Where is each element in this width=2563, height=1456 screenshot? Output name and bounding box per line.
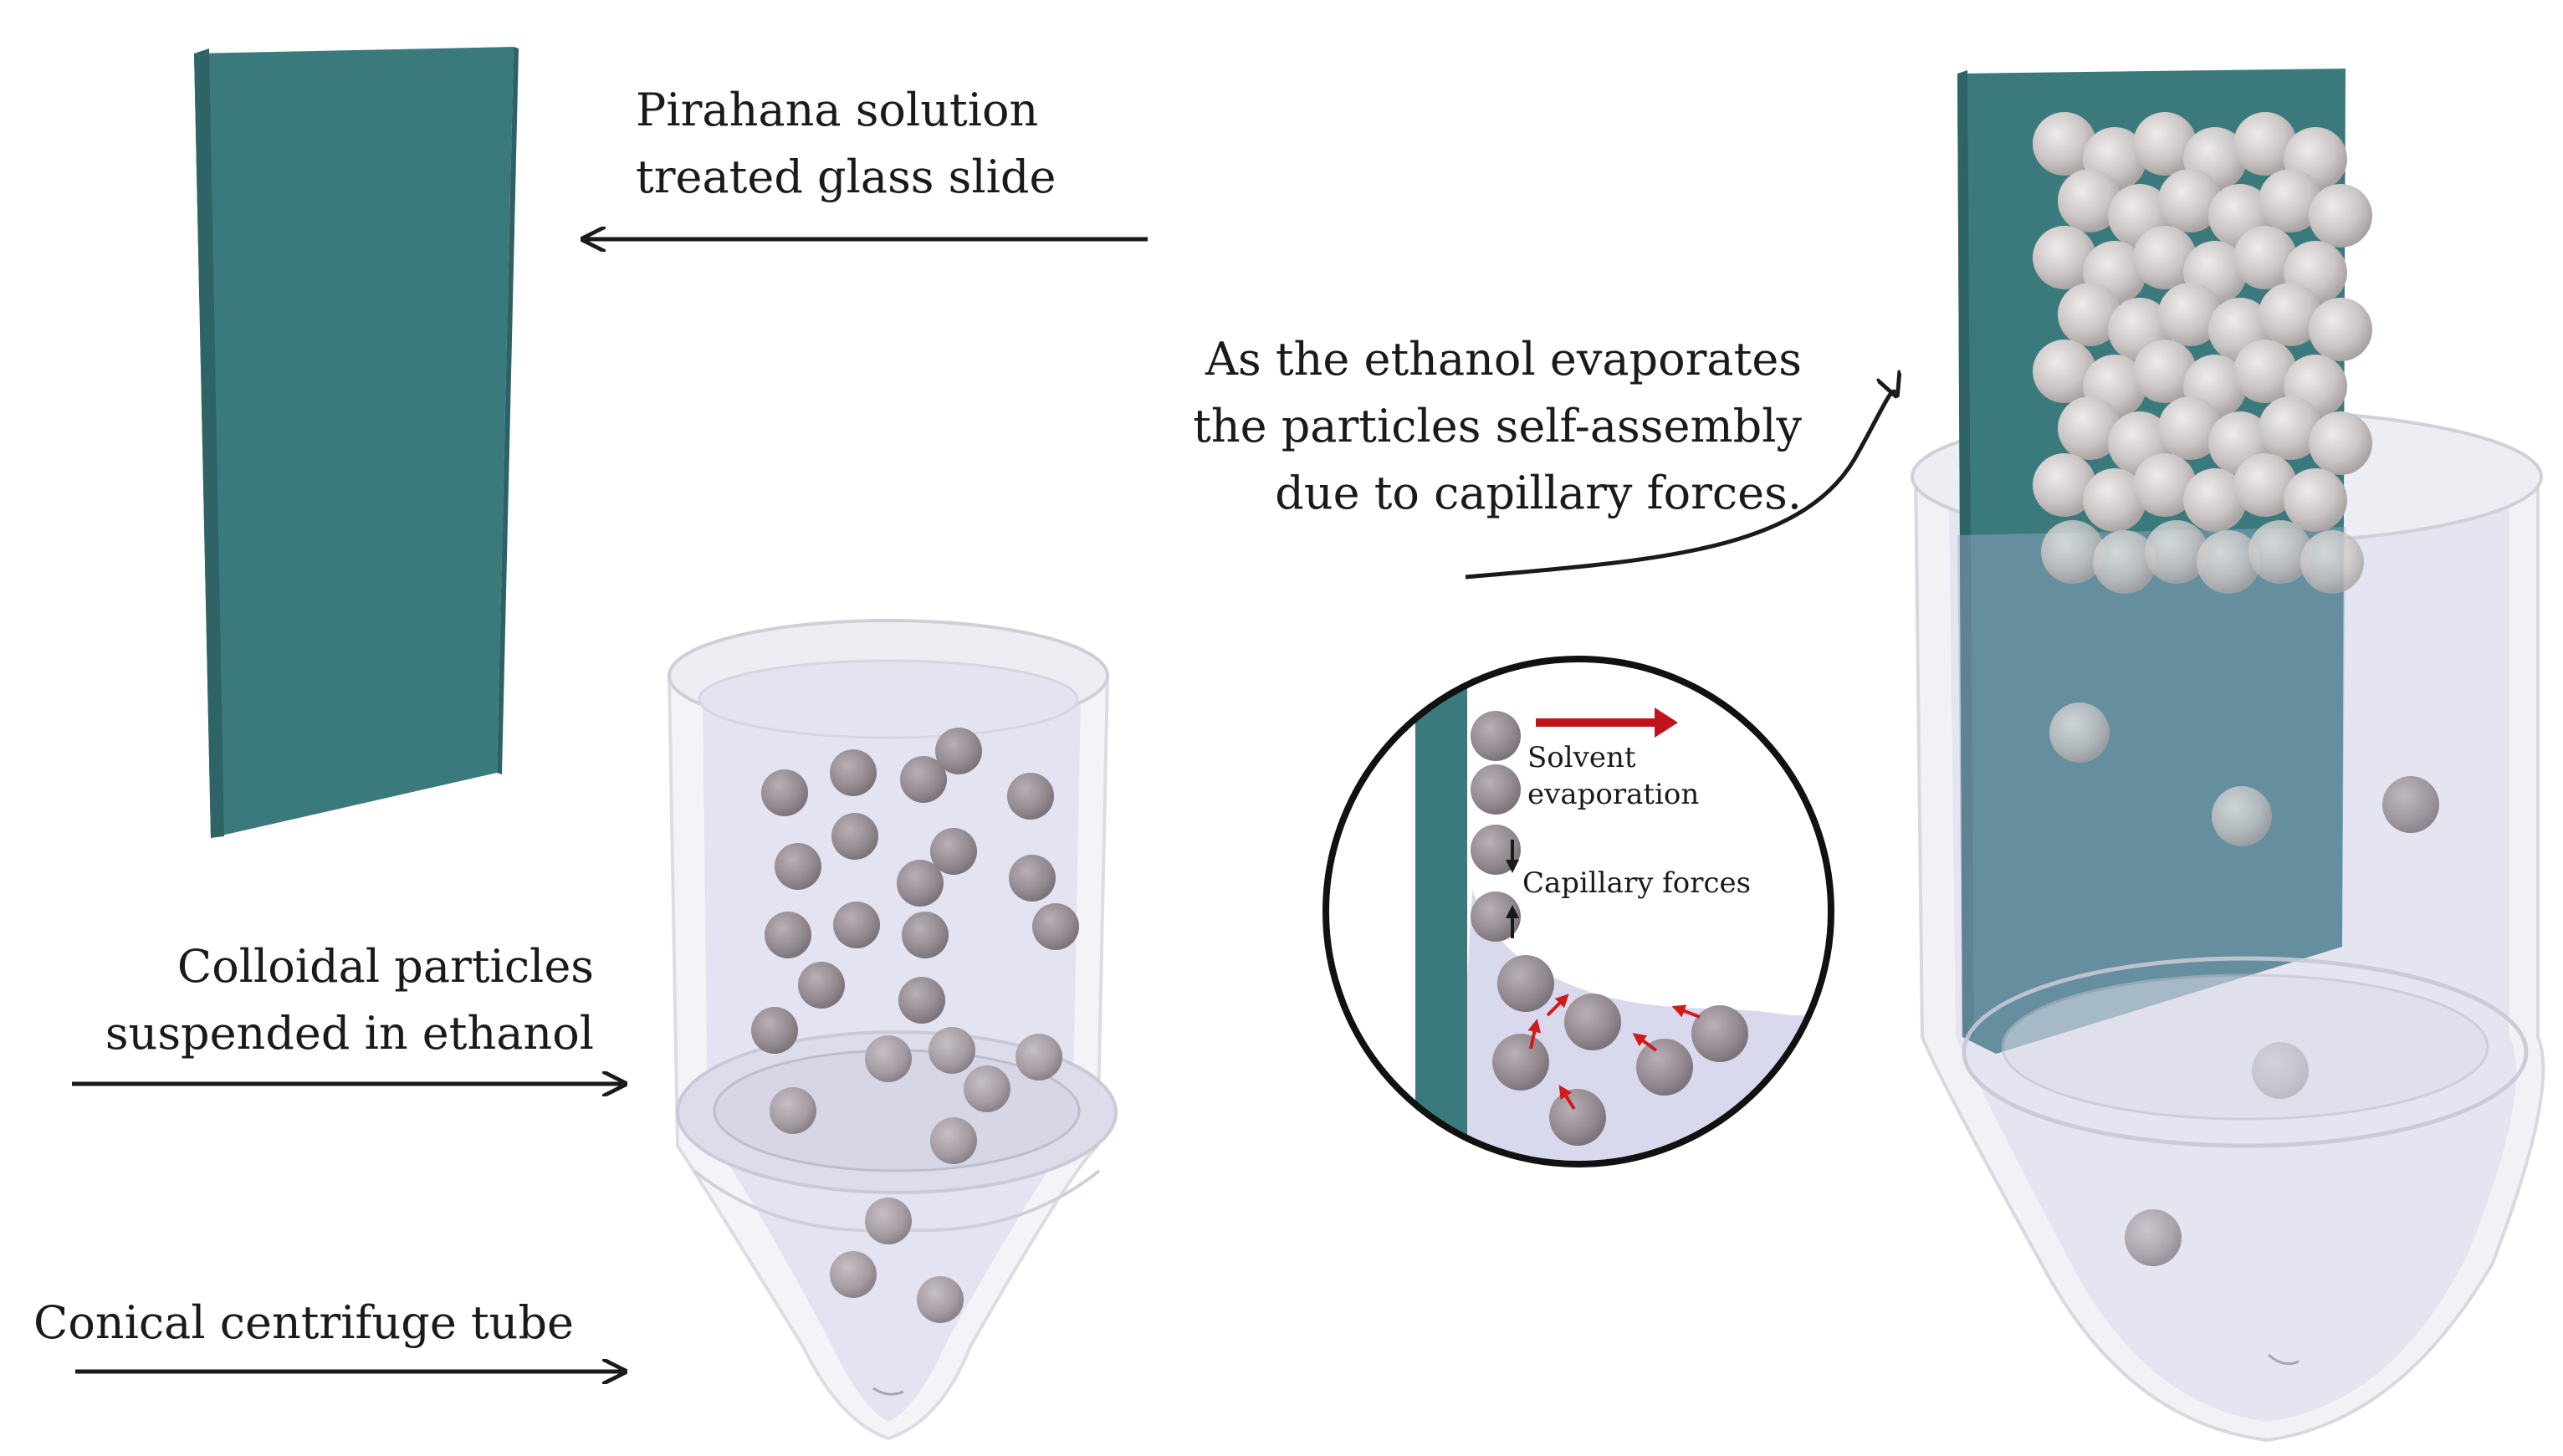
- force-arrow-icon: [1632, 1033, 1658, 1052]
- assembled-particle: [2158, 169, 2222, 232]
- assembled-particle: [2259, 396, 2322, 460]
- particles-label: Colloidal particles suspended in ethanol: [105, 933, 594, 1067]
- solvent-label: Solvent evaporation: [1527, 739, 1699, 813]
- force-arrow-icon: [1558, 1085, 1576, 1111]
- assembled-particle: [2133, 112, 2197, 176]
- assembled-particle: [2133, 226, 2197, 289]
- force-arrow-icon: [1671, 1004, 1701, 1019]
- slide-label-line-2: treated glass slide: [636, 151, 1056, 203]
- assembled-particle: [2033, 226, 2096, 289]
- inset-slide: [1415, 659, 1467, 1164]
- assembled-particle: [2233, 453, 2297, 517]
- suspended-particles: [751, 728, 1079, 1323]
- assembled-particle: [2133, 453, 2197, 517]
- assembled-particle: [2248, 520, 2312, 584]
- assembled-particle: [2309, 298, 2372, 361]
- force-arrow-icon: [1546, 994, 1569, 1017]
- assembly-label-line-3: due to capillary forces.: [1275, 467, 1802, 519]
- tube-label: Conical centrifuge tube: [33, 1290, 574, 1356]
- assembled-particles: [2033, 112, 2372, 594]
- assembled-particle: [2284, 468, 2347, 532]
- assembled-particle: [2309, 411, 2372, 475]
- force-arrow-icon: [1527, 1019, 1542, 1050]
- assembled-particle: [2033, 340, 2096, 403]
- capillary-label: Capillary forces: [1522, 865, 1751, 902]
- capillary-label-text: Capillary forces: [1522, 866, 1752, 900]
- assembled-particle: [2158, 396, 2222, 460]
- curved-arrow-icon: [1465, 391, 1895, 580]
- left-tube: [667, 619, 1118, 1441]
- assembly-label: As the ethanol evaporates the particles …: [1193, 326, 1802, 527]
- slide-label-line-1: Pirahana solution: [636, 84, 1039, 136]
- particles-label-line-2: suspended in ethanol: [105, 1007, 594, 1060]
- assembled-particle: [2033, 112, 2096, 176]
- tube-label-line: Conical centrifuge tube: [33, 1296, 574, 1349]
- assembled-particle: [2093, 530, 2156, 594]
- assembled-particle: [2233, 112, 2297, 176]
- assembled-particle: [2309, 184, 2372, 248]
- assembled-particle: [2058, 283, 2121, 346]
- assembled-particle: [2058, 396, 2121, 460]
- assembled-particle: [2183, 468, 2247, 532]
- solvent-label-line-2: evaporation: [1527, 778, 1700, 811]
- glass-slide: [194, 47, 519, 838]
- solvent-label-line-1: Solvent: [1527, 741, 1636, 774]
- right-tube-ring: [1962, 956, 2529, 1366]
- assembled-particle: [2058, 169, 2121, 232]
- particles-label-line-1: Colloidal particles: [176, 940, 594, 993]
- assembled-particle: [2083, 468, 2146, 532]
- assembly-label-line-1: As the ethanol evaporates: [1205, 333, 1802, 386]
- assembled-particle: [2158, 283, 2222, 346]
- assembled-particle: [2233, 340, 2297, 403]
- assembled-particle: [2133, 340, 2197, 403]
- assembled-particle: [2041, 520, 2105, 584]
- assembled-particle: [2233, 226, 2297, 289]
- assembly-label-line-2: the particles self-assembly: [1193, 400, 1802, 452]
- assembled-particle: [2300, 530, 2364, 594]
- assembled-particle: [2259, 283, 2322, 346]
- assembled-particle: [2033, 453, 2096, 517]
- slide-label: Pirahana solution treated glass slide: [636, 77, 1056, 211]
- assembled-particle: [2145, 520, 2208, 584]
- inset-detail: [1322, 656, 1834, 1167]
- remaining-particles: [2049, 702, 2439, 1266]
- assembled-particle: [2197, 530, 2260, 594]
- assembled-particle: [2259, 169, 2322, 232]
